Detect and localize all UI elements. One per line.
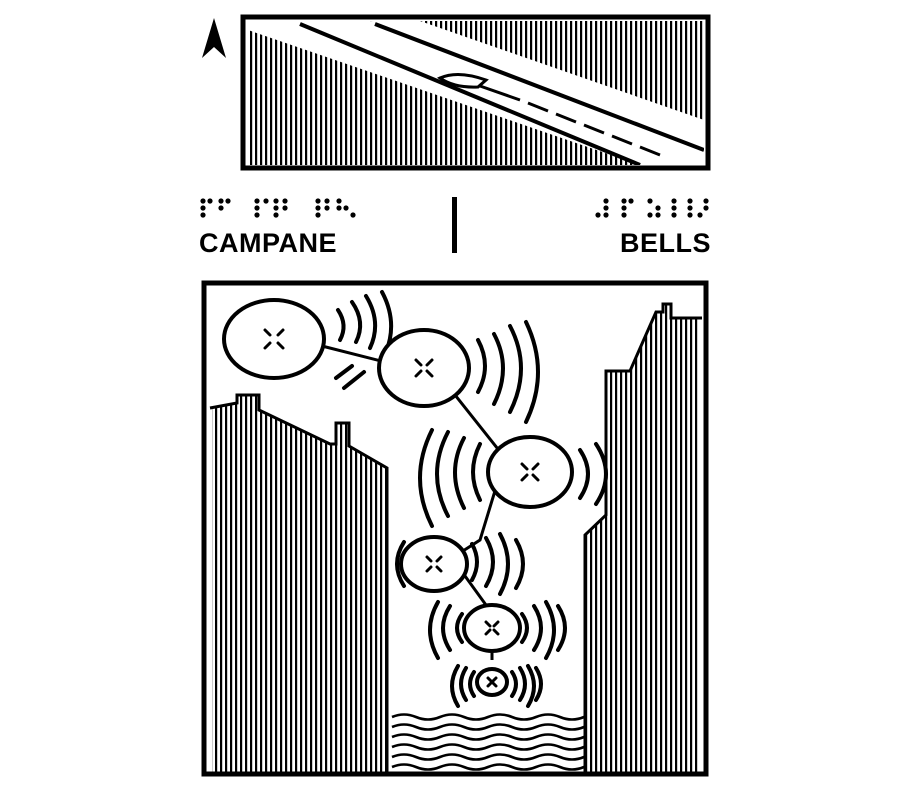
bell-markers — [263, 328, 540, 688]
water-waves-icon — [391, 713, 585, 771]
left-building — [212, 396, 386, 772]
braille-right — [595, 198, 709, 218]
label-divider — [452, 197, 457, 253]
label-left: CAMPANE — [199, 228, 337, 258]
label-right: BELLS — [620, 228, 712, 258]
right-building — [586, 305, 700, 772]
north-arrow-icon — [202, 18, 226, 58]
bell-icon — [222, 298, 574, 697]
bottom-scene-panel — [201, 280, 709, 777]
sound-wave-icon — [334, 290, 608, 708]
top-map-panel — [240, 14, 711, 171]
boat-icon — [436, 73, 489, 89]
braille-left — [200, 198, 356, 218]
